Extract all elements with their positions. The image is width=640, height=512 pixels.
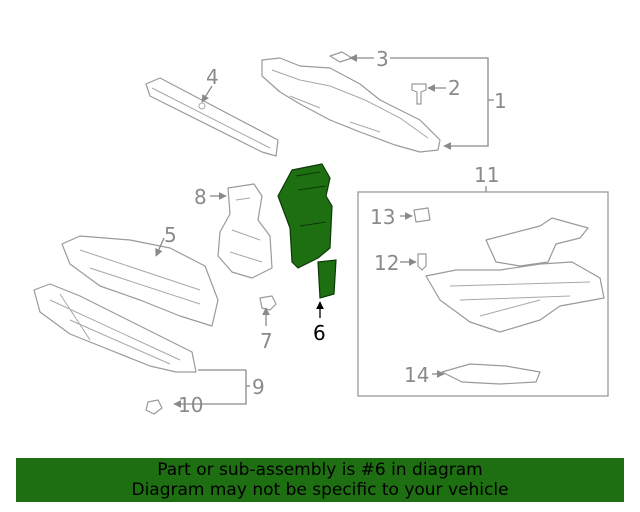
callout-6: 6 <box>313 321 326 345</box>
part-1-upper-cover <box>261 57 441 153</box>
callout-11: 11 <box>474 163 499 187</box>
callout-4: 4 <box>206 65 219 89</box>
info-banner: Part or sub-assembly is #6 in diagram Di… <box>16 458 624 502</box>
part-11-panel <box>425 217 605 333</box>
part-2-clip <box>411 83 427 105</box>
callout-2: 2 <box>448 76 461 100</box>
callout-5: 5 <box>164 223 177 247</box>
part-13-nut <box>413 207 431 223</box>
leader-lines <box>155 54 494 408</box>
callout-7: 7 <box>260 329 273 353</box>
part-9-lower-shield <box>33 283 197 373</box>
banner-line-2: Diagram may not be specific to your vehi… <box>131 480 509 500</box>
callout-3: 3 <box>376 47 389 71</box>
part-4-seal-bar <box>145 77 279 157</box>
group-11-box <box>357 191 609 397</box>
part-14-seal <box>441 363 541 385</box>
callout-9: 9 <box>252 375 265 399</box>
part-12-screw <box>417 253 427 271</box>
part-3-pad <box>329 51 353 63</box>
part-5-under-cover <box>61 235 219 327</box>
callout-8: 8 <box>194 185 207 209</box>
part-8-deflector <box>217 183 273 279</box>
part-10-clip <box>145 399 163 415</box>
callout-13: 13 <box>370 205 395 229</box>
callout-10: 10 <box>178 393 203 417</box>
callout-14: 14 <box>404 363 429 387</box>
part-7-clip <box>259 295 277 311</box>
banner-line-1: Part or sub-assembly is #6 in diagram <box>157 460 483 480</box>
part-6-air-duct <box>277 163 337 299</box>
parts-diagram: 3 2 1 4 8 5 6 7 9 10 11 13 12 14 <box>33 47 609 417</box>
callout-1: 1 <box>494 89 507 113</box>
callout-12: 12 <box>374 251 399 275</box>
